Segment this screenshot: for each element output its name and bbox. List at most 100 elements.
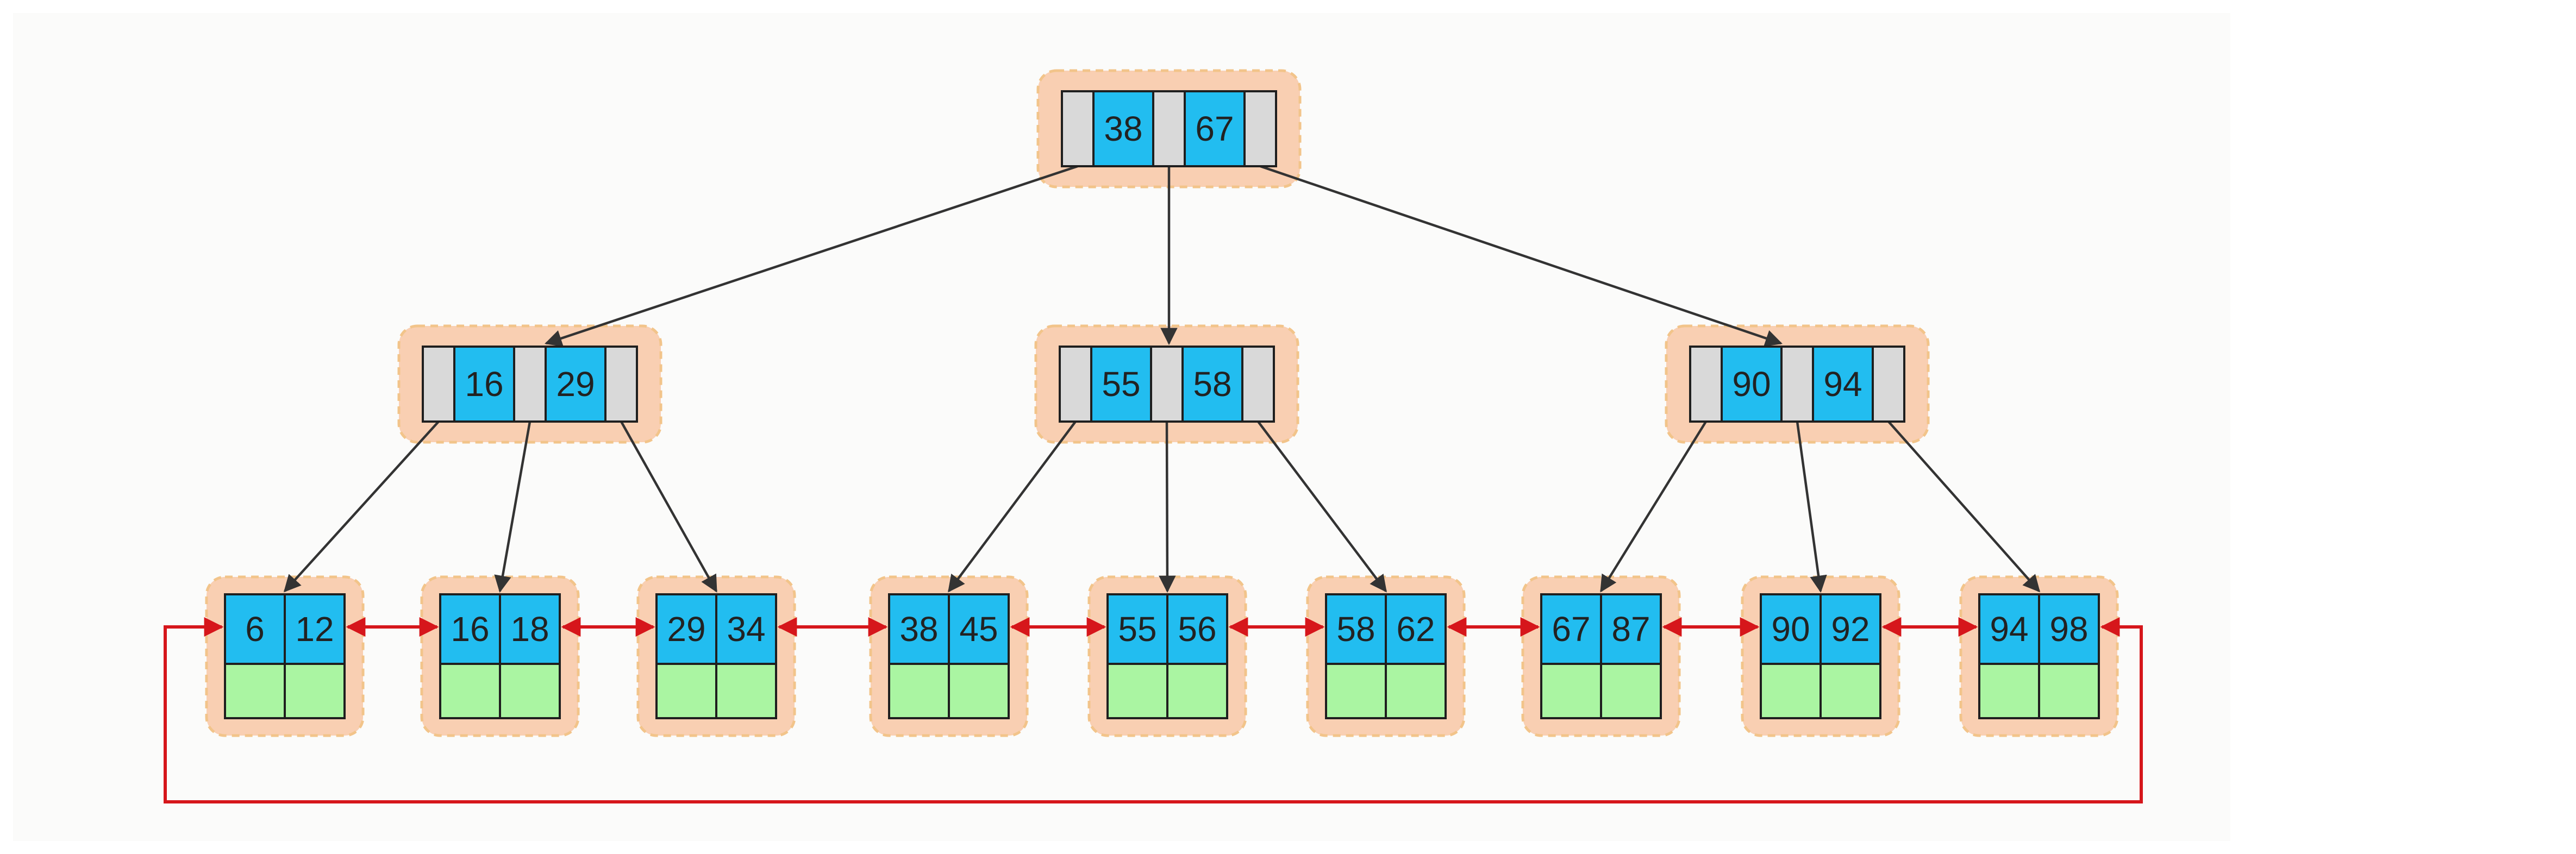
key-cell: [715, 593, 777, 665]
key-cell: [453, 346, 515, 423]
leaf-link-wraparound: [164, 617, 2143, 803]
data-cell: [1978, 663, 2040, 719]
pointer-cell: [1061, 90, 1095, 167]
arrow-internal-1-to-leaf-1: [283, 420, 440, 593]
data-cell: [1385, 663, 1447, 719]
key-value: 90: [1771, 610, 1810, 649]
leaf-node-6: 58 62: [1325, 593, 1447, 719]
key-cell: [1090, 346, 1152, 423]
key-value: 90: [1732, 365, 1771, 404]
key-cell: [1760, 593, 1822, 665]
pointer-cell: [513, 346, 547, 423]
internal-node-2: 55 58: [1059, 346, 1275, 423]
data-cell: [2038, 663, 2100, 719]
pointer-cell: [604, 346, 638, 423]
key-cell: [1820, 593, 1881, 665]
key-cell: [1978, 593, 2040, 665]
key-cell: [1092, 90, 1154, 167]
key-value: 38: [899, 610, 938, 649]
data-cell: [499, 663, 561, 719]
key-value: 58: [1193, 365, 1231, 404]
key-cell: [1166, 593, 1228, 665]
arrow-internal-3-to-leaf-7: [1600, 420, 1707, 593]
key-value: 12: [295, 610, 334, 649]
pointer-cell: [1152, 90, 1186, 167]
key-cell: [1721, 346, 1783, 423]
key-value: 58: [1336, 610, 1375, 649]
arrow-root-to-internal-3: [1260, 165, 1783, 347]
key-value: 29: [556, 365, 595, 404]
key-value: 45: [959, 610, 998, 649]
key-value: 67: [1552, 610, 1590, 649]
data-cell: [948, 663, 1010, 719]
pointer-cell: [1689, 346, 1723, 423]
key-value: 56: [1178, 610, 1216, 649]
root-node: 38 67: [1061, 90, 1277, 167]
key-cell: [1385, 593, 1447, 665]
internal-node-3: 90 94: [1689, 346, 1905, 423]
pointer-cell: [1059, 346, 1092, 423]
key-value: 98: [2049, 610, 2088, 649]
key-value: 55: [1102, 365, 1140, 404]
arrow-internal-1-to-leaf-3: [620, 420, 717, 593]
key-value: 16: [465, 365, 503, 404]
leaf-node-5: 55 56: [1106, 593, 1228, 719]
key-cell: [2038, 593, 2100, 665]
leaf-node-8: 90 92: [1760, 593, 1881, 719]
data-cell: [224, 663, 286, 719]
arrow-internal-3-to-leaf-8: [1796, 421, 1827, 593]
arrow-root-to-internal-1: [545, 165, 1078, 347]
data-cell: [1820, 663, 1881, 719]
leaf-node-3: 29 34: [655, 593, 777, 719]
leaf-node-9: 94 98: [1978, 593, 2100, 719]
data-cell: [1540, 663, 1602, 719]
key-value: 18: [510, 610, 549, 649]
arrow-internal-3-to-leaf-9: [1887, 420, 2041, 593]
data-cell: [1166, 663, 1228, 719]
data-cell: [1760, 663, 1822, 719]
pointer-cell: [1243, 90, 1277, 167]
key-cell: [1181, 346, 1243, 423]
key-value: 16: [451, 610, 489, 649]
data-cell: [439, 663, 501, 719]
leaf-node-1: 6 12: [224, 593, 346, 719]
key-value: 38: [1104, 109, 1142, 148]
data-cell: [1106, 663, 1168, 719]
data-cell: [1600, 663, 1662, 719]
key-cell: [888, 593, 950, 665]
arrow-internal-2-to-leaf-4: [948, 420, 1077, 593]
key-value: 67: [1195, 109, 1234, 148]
arrow-internal-1-to-leaf-2: [494, 421, 532, 593]
pointer-cell: [1150, 346, 1184, 423]
key-value: 92: [1831, 610, 1870, 649]
key-value: 29: [667, 610, 705, 649]
data-cell: [655, 663, 717, 719]
key-cell: [1106, 593, 1168, 665]
pointer-cell: [1241, 346, 1275, 423]
tree-pointer-arrows: [283, 165, 2041, 593]
data-cell: [715, 663, 777, 719]
key-value: 34: [727, 610, 765, 649]
key-cell: [224, 593, 286, 665]
pointer-cell: [1780, 346, 1814, 423]
key-cell: [439, 593, 501, 665]
pointer-cell: [1872, 346, 1905, 423]
key-value: 6: [245, 610, 265, 649]
key-value: 62: [1396, 610, 1435, 649]
pointer-cell: [422, 346, 455, 423]
key-value: 55: [1118, 610, 1156, 649]
key-value: 94: [1823, 365, 1862, 404]
key-cell: [655, 593, 717, 665]
key-cell: [1325, 593, 1387, 665]
key-cell: [499, 593, 561, 665]
leaf-node-4: 38 45: [888, 593, 1010, 719]
key-cell: [1184, 90, 1246, 167]
data-cell: [284, 663, 346, 719]
key-value: 94: [1990, 610, 2028, 649]
arrow-internal-2-to-leaf-6: [1257, 420, 1387, 593]
